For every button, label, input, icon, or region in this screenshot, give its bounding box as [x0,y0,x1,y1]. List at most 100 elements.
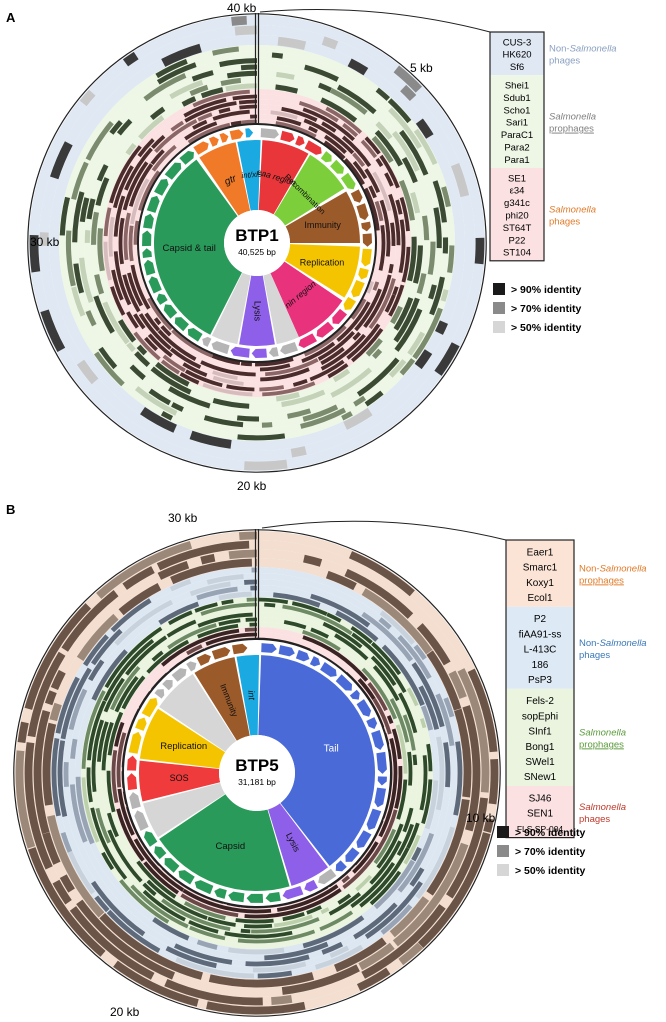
gene-arrow [350,189,363,203]
gene-arrow [320,662,337,677]
gene-arrow [211,341,230,355]
legend-label-italic: Salmonella [600,638,647,649]
identity-block [79,257,94,303]
identity-block [302,915,365,949]
identity-block [483,818,494,833]
identity-block [91,719,105,792]
identity-block [154,118,198,153]
legend-phage-name: L-413C [524,645,557,656]
identity-block [361,611,414,662]
identity-block [94,274,105,295]
identity-block [161,628,240,667]
legend-group-label: Non-Salmonella [579,638,647,649]
identity-block [450,162,470,198]
gene-arrow [356,699,372,717]
identity-block [90,807,128,880]
identity-block [320,347,345,366]
identity-block [59,196,71,236]
identity-block [400,84,417,102]
legend-phage-name: g341c [504,198,530,209]
identity-block [457,668,490,793]
identity-block [389,896,430,938]
gene-arrow [228,891,245,903]
tick-label: 20 kb [237,479,267,493]
gene-arrow [211,647,231,660]
identity-block [270,110,298,120]
identity-block [121,675,146,710]
gene-arrow [163,304,178,319]
identity-block [149,106,166,121]
identity-block [351,632,407,694]
identity-block [454,708,472,798]
identity-block [197,623,239,639]
identity-block [106,770,116,813]
identity-swatch [497,864,509,876]
identity-block [391,728,402,760]
identity-block [144,312,161,332]
identity-block [107,711,124,756]
legend-group-label-suffix: prophages [579,575,624,586]
identity-block [111,749,119,804]
identity-block [375,158,384,167]
identity-block [76,899,175,980]
identity-block [244,627,257,632]
identity-block [434,342,460,376]
identity-block [98,346,118,370]
identity-block [409,867,425,887]
identity-block [414,349,433,370]
identity-block [196,939,218,950]
identity-block [137,138,155,158]
identity-block [361,904,446,979]
identity-block [308,125,318,134]
identity-block [275,391,300,402]
identity-block [251,917,320,934]
identity-block [91,211,99,245]
legend-phage-name: SInf1 [528,727,552,738]
gene-arrow [280,130,295,143]
identity-block [83,634,109,667]
gene-arrow [295,135,305,146]
identity-block [418,685,440,730]
module-sector-replication [139,708,226,769]
module-sector-eaa [258,140,309,215]
identity-block [244,579,257,585]
identity-label: > 50% identity [511,322,581,334]
gene-arrow [143,831,158,847]
identity-block [406,687,419,707]
legend-phage-name: ST64T [503,223,532,234]
identity-block [114,599,173,646]
genome-hub [219,735,295,811]
identity-block [97,228,105,272]
legend-phage-name: FLS SP-004 [517,824,564,834]
identity-block [402,714,416,751]
identity-block [182,888,272,914]
legend-phage-name: ST104 [503,248,531,259]
identity-block [136,860,177,899]
tick-label: 40 kb [227,1,257,15]
identity-block [398,942,424,966]
identity-block [373,828,397,865]
legend-box-border [505,539,575,839]
legend-phage-name: sopEphi [522,711,558,722]
module-sector-capsid [159,794,290,891]
gene-arrow [351,280,365,298]
legend-phage-name: 186 [532,660,549,671]
identity-block [133,220,140,245]
identity-block [330,367,372,398]
identity-block [197,112,213,122]
identity-block [180,893,239,918]
identity-block [261,422,273,428]
identity-block [379,199,391,257]
identity-block [111,269,124,301]
identity-block [47,814,105,918]
identity-block [356,967,391,992]
identity-block [133,313,146,330]
identity-block [136,344,148,356]
module-sector-replication [284,244,360,298]
identity-block [134,386,178,416]
identity-block [192,89,250,108]
identity-block [40,309,66,353]
gene-arrow [134,810,149,831]
identity-block [156,62,197,85]
identity-block [403,834,421,865]
